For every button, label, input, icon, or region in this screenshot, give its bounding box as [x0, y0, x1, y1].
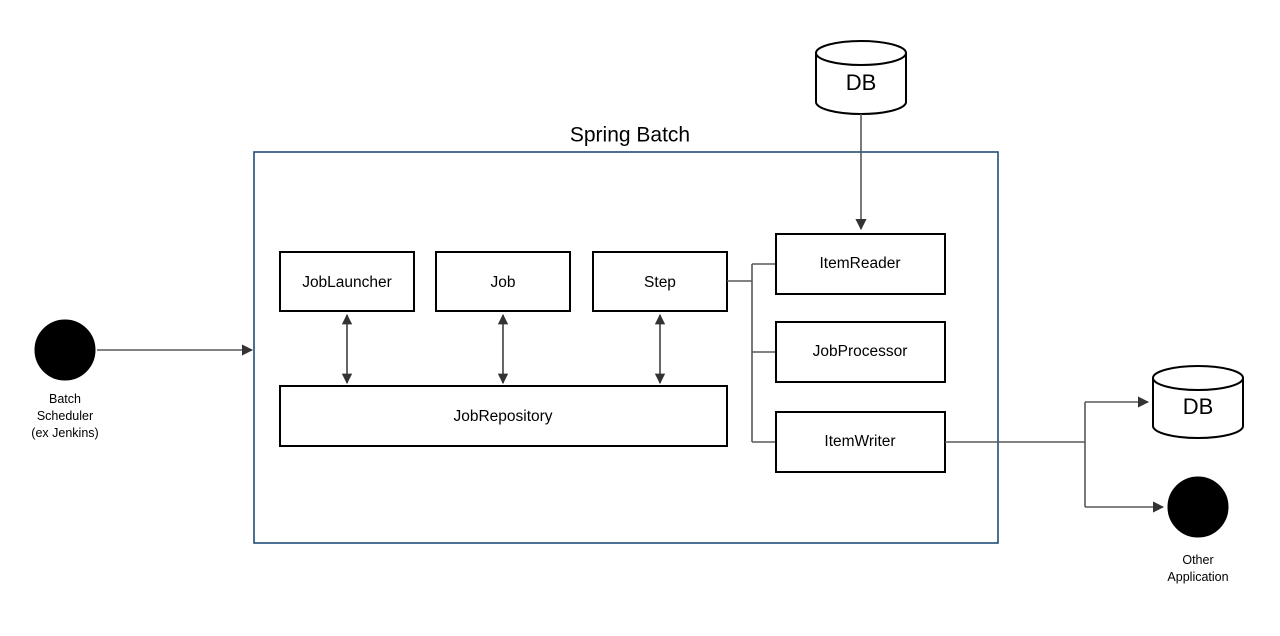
source-db-cylinder: DB	[815, 40, 907, 115]
joblauncher-box: JobLauncher	[279, 251, 415, 312]
jobrepository-box: JobRepository	[279, 385, 728, 447]
source-db-label: DB	[846, 70, 877, 95]
connector-itemwriter-to-outputs	[945, 396, 1165, 513]
target-db-label: DB	[1183, 394, 1214, 419]
job-box: Job	[435, 251, 571, 312]
batch-scheduler-label-line1: Batch	[49, 392, 81, 406]
joblauncher-label: JobLauncher	[302, 274, 392, 291]
spring-batch-container	[253, 151, 999, 544]
other-application-node	[1167, 476, 1229, 538]
jobrepository-label: JobRepository	[453, 408, 552, 425]
itemreader-label: ItemReader	[820, 255, 901, 272]
target-db-cylinder: DB	[1152, 365, 1244, 439]
other-application-actor: Other Application	[1167, 476, 1229, 584]
batch-scheduler-label-line3: (ex Jenkins)	[31, 426, 98, 440]
batch-scheduler-node	[34, 319, 96, 381]
itemwriter-box: ItemWriter	[775, 411, 946, 473]
step-box: Step	[592, 251, 728, 312]
job-label: Job	[491, 274, 516, 291]
jobprocessor-label: JobProcessor	[813, 343, 908, 360]
batch-scheduler-actor: Batch Scheduler (ex Jenkins)	[31, 319, 99, 440]
step-label: Step	[644, 274, 676, 291]
connector-step-to-chunk-boxes	[727, 263, 776, 443]
page-title: Spring Batch	[570, 124, 690, 147]
other-application-label-line1: Other	[1182, 553, 1213, 567]
itemreader-box: ItemReader	[775, 233, 946, 295]
other-application-label-line2: Application	[1167, 570, 1228, 584]
itemwriter-label: ItemWriter	[824, 433, 895, 450]
batch-scheduler-label-line2: Scheduler	[37, 409, 93, 423]
jobprocessor-box: JobProcessor	[775, 321, 946, 383]
